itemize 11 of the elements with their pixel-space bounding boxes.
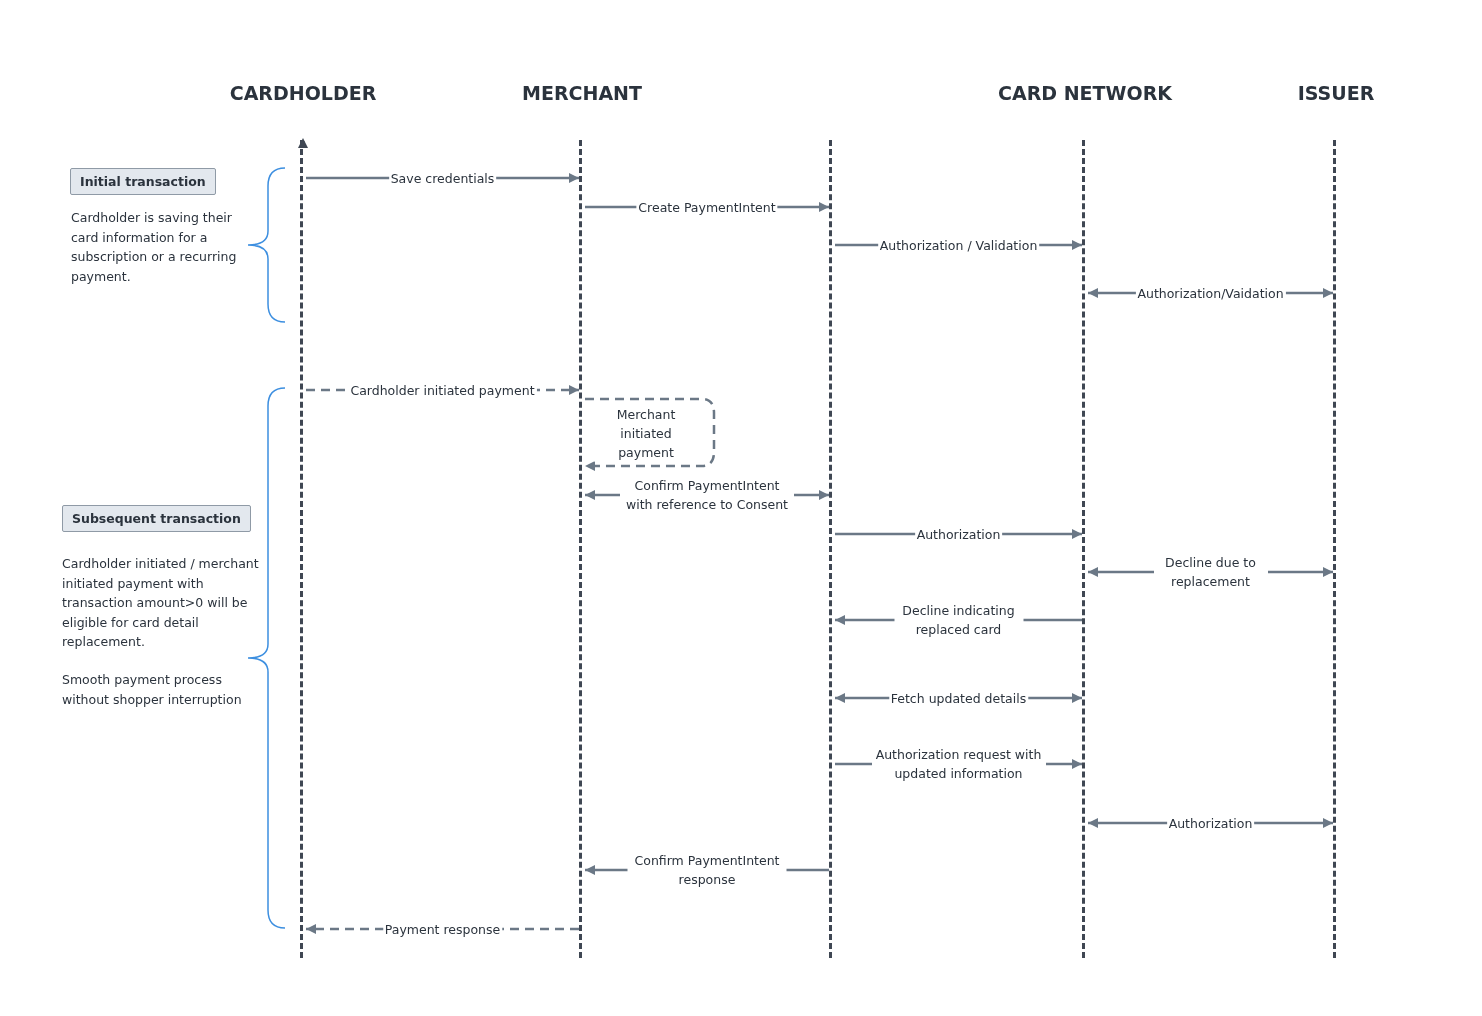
lifeline-title: ISSUER xyxy=(1297,82,1375,104)
lifeline-title: CARD NETWORK xyxy=(998,82,1172,104)
lifeline-title: MERCHANT xyxy=(522,82,642,104)
section-tag: Initial transaction xyxy=(70,168,216,195)
loop-arrow xyxy=(585,397,716,471)
section-tag: Subsequent transaction xyxy=(62,505,251,532)
description-text: Cardholder is saving their card information for a subscription or a recurring payment. xyxy=(71,209,238,286)
description-text: Smooth payment process without shopper interruption xyxy=(62,671,243,709)
lifeline-title: CARDHOLDER xyxy=(229,82,377,104)
description-text: Cardholder initiated / merchant initiated payment with transaction amount>0 will be eligible for card detail replacement. xyxy=(62,555,260,651)
lifeline xyxy=(829,140,833,958)
